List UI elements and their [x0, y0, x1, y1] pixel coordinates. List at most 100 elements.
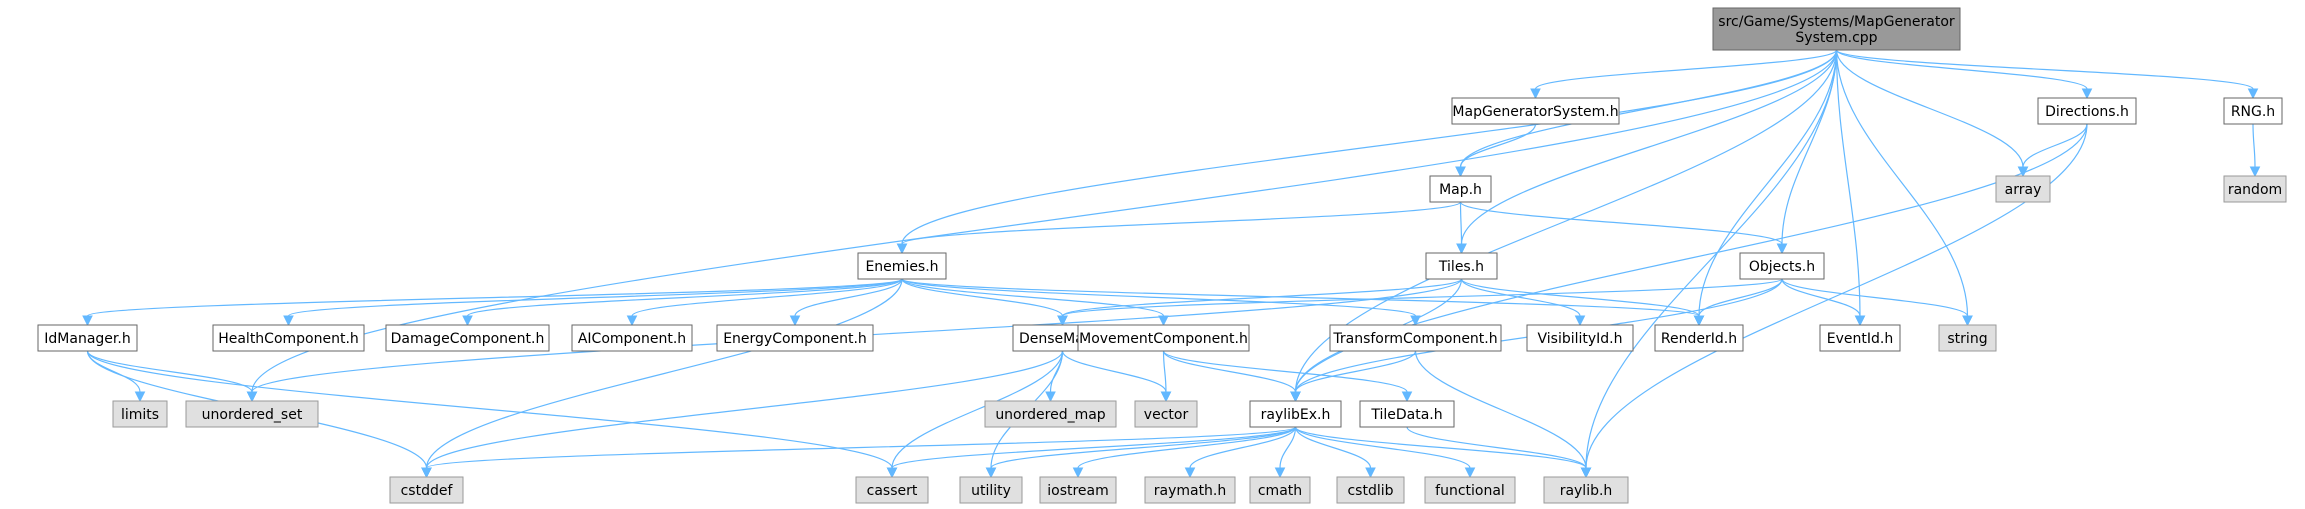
node-box: [112, 400, 168, 428]
edge-enemies-h-to-aicomponent-h: [626, 278, 903, 327]
edge-tiles-h-to-visibility-id-h: [1460, 278, 1586, 327]
edge-line: [1459, 201, 1463, 245]
node-box: [1543, 476, 1629, 504]
edge-line: [1534, 49, 1838, 90]
edge-root-to-objects-h: [1776, 49, 1838, 255]
node-directions-h[interactable]: Directions.h: [2037, 97, 2137, 125]
edge-enemies-h-to-damage-component-h: [462, 278, 903, 327]
edge-raylib-ex-h-to-cstdlib: [1294, 426, 1376, 479]
node-label: array: [2005, 182, 2042, 198]
edge-line: [1459, 49, 1838, 168]
node-box: [1039, 476, 1117, 504]
node-random: random: [2223, 175, 2287, 203]
node-raylib-h: raylib.h: [1543, 476, 1629, 504]
edge-root-to-directions-h: [1835, 49, 2093, 100]
node-box: [1249, 476, 1311, 504]
edge-line: [901, 201, 1462, 245]
node-label: HealthComponent.h: [218, 331, 359, 347]
edge-root-to-array: [1835, 49, 2029, 178]
edge-movement-component-h-to-tile-data-h: [1162, 350, 1413, 403]
node-box: [959, 476, 1023, 504]
edge-line: [1585, 49, 1838, 469]
node-render-id-h[interactable]: RenderId.h: [1654, 324, 1744, 352]
edge-line: [1061, 278, 1783, 317]
node-box: [1526, 324, 1634, 352]
node-raylib-ex-h[interactable]: raylibEx.h: [1249, 400, 1342, 428]
edge-arrowhead: [2081, 88, 2093, 100]
edge-line: [631, 278, 903, 317]
edge-map-generator-system-h-to-map-h: [1455, 123, 1537, 178]
node-tile-data-h[interactable]: TileData.h: [1359, 400, 1455, 428]
node-rngh[interactable]: RNG.h: [2223, 97, 2283, 125]
node-map-h[interactable]: Map.h: [1429, 175, 1492, 203]
edge-line: [1835, 49, 2088, 90]
node-label: Objects.h: [1749, 259, 1815, 275]
edge-line: [794, 278, 903, 317]
node-health-component-h[interactable]: HealthComponent.h: [212, 324, 365, 352]
node-label: string: [1947, 331, 1987, 347]
node-map-generator-system-h[interactable]: MapGeneratorSystem.h: [1451, 97, 1620, 125]
edge-line: [1835, 49, 1861, 317]
node-label: RenderId.h: [1661, 331, 1737, 347]
node-iostream: iostream: [1039, 476, 1117, 504]
edge-line: [1162, 350, 1167, 393]
edge-raylib-ex-h-to-raymath-h: [1184, 426, 1297, 479]
edge-arrowhead: [896, 243, 908, 255]
node-visibility-id-h[interactable]: VisibilityId.h: [1526, 324, 1634, 352]
node-box: [1819, 324, 1901, 352]
edge-line: [2252, 123, 2256, 168]
node-event-id-h[interactable]: EventId.h: [1819, 324, 1901, 352]
edge-arrowhead: [283, 315, 294, 327]
node-tiles-h[interactable]: Tiles.h: [1425, 252, 1498, 280]
node-label: src/Game/Systems/MapGenerator: [1718, 14, 1955, 30]
edge-line: [1781, 278, 1969, 317]
edge-enemies-h-to-id-manager-h: [82, 278, 903, 327]
node-label: MapGeneratorSystem.h: [1452, 104, 1618, 120]
node-label: DamageComponent.h: [391, 331, 545, 347]
edge-arrowhead: [1290, 391, 1301, 403]
edge-arrowhead: [1072, 467, 1084, 479]
edge-line: [1294, 123, 2088, 393]
node-label: iostream: [1047, 483, 1109, 499]
node-aicomponent-h[interactable]: AIComponent.h: [571, 324, 693, 352]
node-root[interactable]: src/Game/Systems/MapGeneratorSystem.cpp: [1712, 7, 1961, 51]
node-label: cassert: [867, 483, 918, 499]
edge-dense-map-h-to-unordered-map: [1045, 350, 1064, 403]
edge-movement-component-h-to-vector: [1160, 350, 1172, 403]
edge-arrowhead: [1365, 467, 1376, 479]
edge-root-to-string: [1835, 49, 1973, 327]
edge-line: [1061, 350, 1167, 393]
edge-arrowhead: [134, 391, 146, 403]
node-movement-component-h[interactable]: MovementComponent.h: [1077, 324, 1250, 352]
node-box: [1336, 476, 1405, 504]
edge-line: [1162, 350, 1408, 393]
edge-directions-h-to-raylib-ex-h: [1290, 123, 2088, 403]
node-energy-component-h[interactable]: EnergyComponent.h: [716, 324, 874, 352]
edge-movement-component-h-to-raylib-ex-h: [1162, 350, 1301, 403]
edge-root-to-event-id-h: [1835, 49, 1866, 327]
edge-line: [287, 278, 903, 317]
edge-line: [1294, 350, 1417, 393]
node-objects-h[interactable]: Objects.h: [1739, 252, 1825, 280]
node-transform-component-h[interactable]: TransformComponent.h: [1329, 324, 1502, 352]
node-box: [1654, 324, 1744, 352]
edge-line: [1460, 49, 1838, 245]
edge-arrowhead: [1776, 243, 1788, 255]
node-array: array: [1995, 175, 2051, 203]
node-box: [716, 324, 874, 352]
node-box: [1359, 400, 1455, 428]
edge-arrowhead: [985, 467, 997, 479]
edge-line: [1698, 278, 1783, 317]
node-enemies-h[interactable]: Enemies.h: [857, 252, 947, 280]
node-functional: functional: [1424, 476, 1516, 504]
node-box: [1429, 175, 1492, 203]
edge-objects-h-to-dense-map-h: [1057, 278, 1783, 327]
node-damage-component-h[interactable]: DamageComponent.h: [385, 324, 550, 352]
node-box: [1077, 324, 1250, 352]
edge-line: [1698, 49, 1838, 317]
node-label: AIComponent.h: [578, 331, 686, 347]
node-cstddef: cstddef: [389, 476, 464, 504]
node-id-manager-h[interactable]: IdManager.h: [37, 324, 138, 352]
edge-arrowhead: [1580, 467, 1592, 479]
edge-arrowhead: [1530, 88, 1541, 100]
